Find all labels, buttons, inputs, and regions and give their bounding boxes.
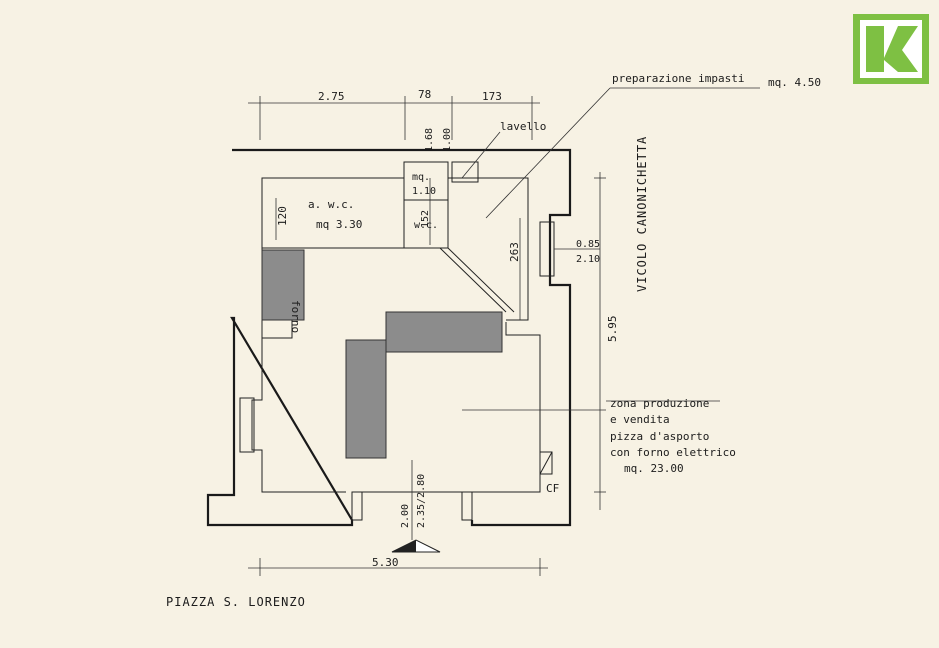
label-antiwc: a. w.c. — [308, 198, 354, 211]
dim-263: 263 — [508, 242, 521, 262]
inner-outline — [251, 178, 541, 493]
dimension-lines — [248, 87, 760, 576]
dim-200: 2.00 — [400, 504, 411, 528]
door-post-right — [461, 491, 473, 521]
cf-unit — [539, 451, 553, 475]
dim-top-right: 173 — [482, 90, 502, 103]
dim-top-mid: 78 — [418, 88, 431, 101]
label-antiwc-area: mq 3.30 — [316, 218, 362, 231]
label-wc-mq: mq. — [412, 172, 430, 183]
forno-oven — [261, 249, 305, 321]
label-cf: CF — [546, 482, 559, 495]
dim-120: 120 — [276, 206, 289, 226]
label-vicolo: VICOLO CANONICHETTA — [635, 136, 649, 292]
window-right — [539, 221, 555, 277]
label-wc: w.c. — [414, 220, 438, 231]
label-zona-1: zona produzione — [610, 397, 709, 410]
cf-unit-diagonal — [539, 451, 553, 475]
dim-595: 5.95 — [606, 316, 619, 343]
label-forno: forno — [289, 300, 302, 333]
dim-210: 2.10 — [576, 254, 600, 265]
prep-room-wall — [448, 177, 529, 215]
dim-top-left: 2.75 — [318, 90, 345, 103]
label-preparazione-area: mq. 4.50 — [768, 76, 821, 89]
lavello-sink — [451, 161, 479, 183]
north-arrow-fill — [392, 540, 416, 552]
dim-168: 1.68 — [424, 128, 435, 152]
logo-k-icon — [866, 26, 918, 72]
counter-top — [385, 311, 503, 353]
dim-152: 152 — [420, 210, 431, 228]
dim-530: 5.30 — [372, 556, 399, 569]
dim-085: 0.85 — [576, 239, 600, 250]
outer-wall — [206, 148, 572, 527]
logo — [853, 14, 929, 84]
door-post-left — [351, 491, 363, 521]
dim-235: 2.35/2.80 — [416, 474, 427, 528]
label-zona-area: mq. 23.00 — [624, 462, 684, 475]
label-lavello: lavello — [500, 120, 546, 133]
label-preparazione: preparazione impasti — [612, 72, 744, 85]
prep-diagonal-wall-2 — [447, 247, 515, 313]
label-piazza: PIAZZA S. LORENZO — [166, 595, 306, 609]
dim-100: 1.00 — [442, 128, 453, 152]
wc-room — [403, 161, 449, 249]
label-zona-4: con forno elettrico — [610, 446, 736, 459]
label-zona-3: pizza d'asporto — [610, 430, 709, 443]
label-wc-mq-value: 1.10 — [412, 186, 436, 197]
label-zona-2: e vendita — [610, 413, 670, 426]
prep-diagonal-wall — [439, 247, 507, 313]
window-left — [239, 397, 255, 453]
counter-side — [345, 339, 387, 459]
